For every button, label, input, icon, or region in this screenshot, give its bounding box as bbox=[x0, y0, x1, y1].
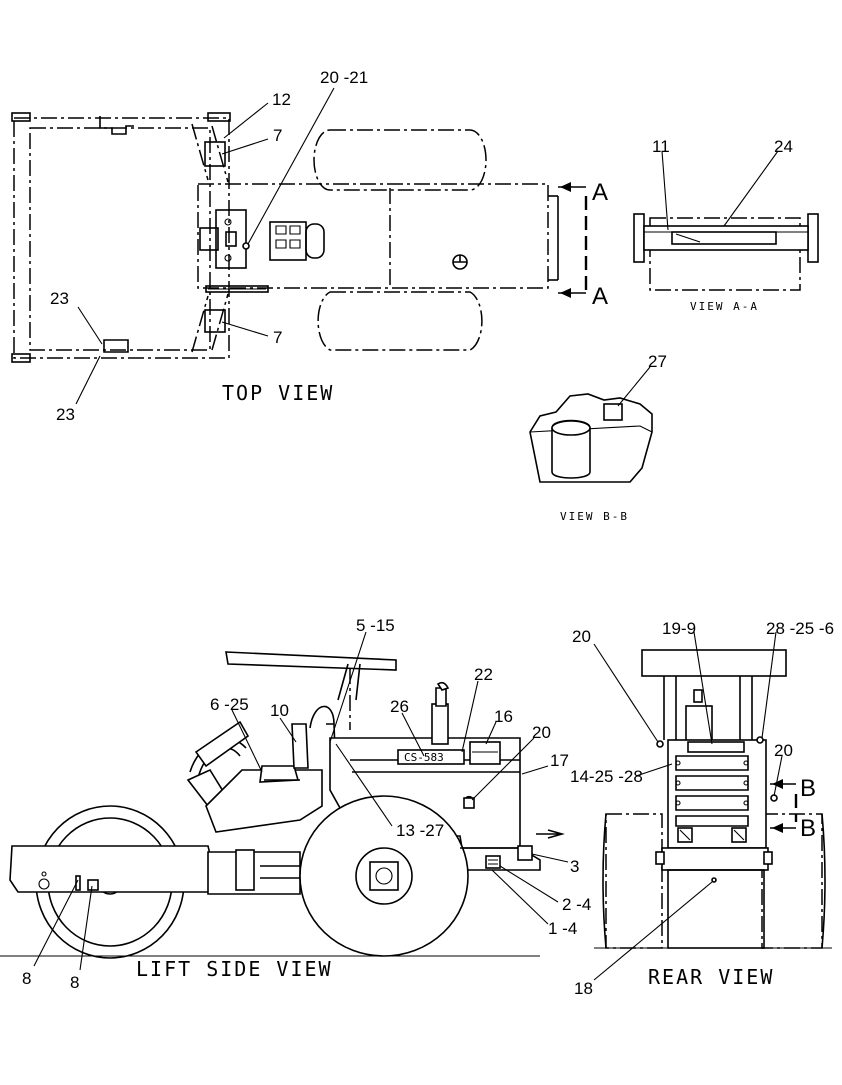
callout-2-4: 2 -4 bbox=[562, 895, 591, 914]
callout-5-15: 5 -15 bbox=[356, 616, 395, 635]
callout-1-4: 1 -4 bbox=[548, 919, 577, 938]
callout-20-21-top: 20 -21 bbox=[320, 68, 368, 87]
view-bb-drawing bbox=[529, 366, 653, 483]
model-plate: CS-583 bbox=[404, 751, 444, 764]
top-view-drawing bbox=[11, 87, 588, 405]
callout-27: 27 bbox=[648, 352, 667, 371]
callout-8-left: 8 bbox=[22, 969, 31, 988]
callout-17: 17 bbox=[550, 751, 569, 770]
callout-3: 3 bbox=[570, 857, 579, 876]
callout-23-upper: 23 bbox=[50, 289, 69, 308]
callout-7-upper: 7 bbox=[273, 126, 282, 145]
callout-19-9: 19-9 bbox=[662, 619, 696, 638]
view-bb-title: VIEW B-B bbox=[560, 510, 629, 523]
section-mark-a-lower: A bbox=[592, 283, 608, 310]
callout-20-rear-left: 20 bbox=[572, 627, 591, 646]
callout-22: 22 bbox=[474, 665, 493, 684]
callout-6-25: 6 -25 bbox=[210, 695, 249, 714]
callout-23-lower: 23 bbox=[56, 405, 75, 424]
section-mark-a-upper: A bbox=[592, 179, 608, 206]
callout-14-25-28: 14-25 -28 bbox=[570, 767, 643, 786]
view-aa-drawing bbox=[633, 150, 819, 291]
lift-side-view-title: LIFT SIDE VIEW bbox=[136, 957, 333, 981]
callout-16: 16 bbox=[494, 707, 513, 726]
callout-7-lower: 7 bbox=[273, 328, 282, 347]
callout-13-27: 13 -27 bbox=[396, 821, 444, 840]
callout-20-side: 20 bbox=[532, 723, 551, 742]
callout-20-rear-right: 20 bbox=[774, 741, 793, 760]
callout-10: 10 bbox=[270, 701, 289, 720]
rear-view-drawing bbox=[593, 631, 832, 981]
section-mark-b-lower: B bbox=[800, 815, 816, 842]
callout-18: 18 bbox=[574, 979, 593, 998]
view-aa-title: VIEW A-A bbox=[690, 300, 759, 313]
lift-side-view-drawing bbox=[0, 631, 569, 971]
callout-11: 11 bbox=[652, 137, 670, 156]
callout-26: 26 bbox=[390, 697, 409, 716]
top-view-title: TOP VIEW bbox=[222, 381, 334, 405]
callout-12: 12 bbox=[272, 90, 291, 109]
section-mark-b-upper: B bbox=[800, 775, 816, 802]
callout-28-25-6: 28 -25 -6 bbox=[766, 619, 834, 638]
callout-24: 24 bbox=[774, 137, 793, 156]
callout-8-right: 8 bbox=[70, 973, 79, 992]
rear-view-title: REAR VIEW bbox=[648, 965, 774, 989]
